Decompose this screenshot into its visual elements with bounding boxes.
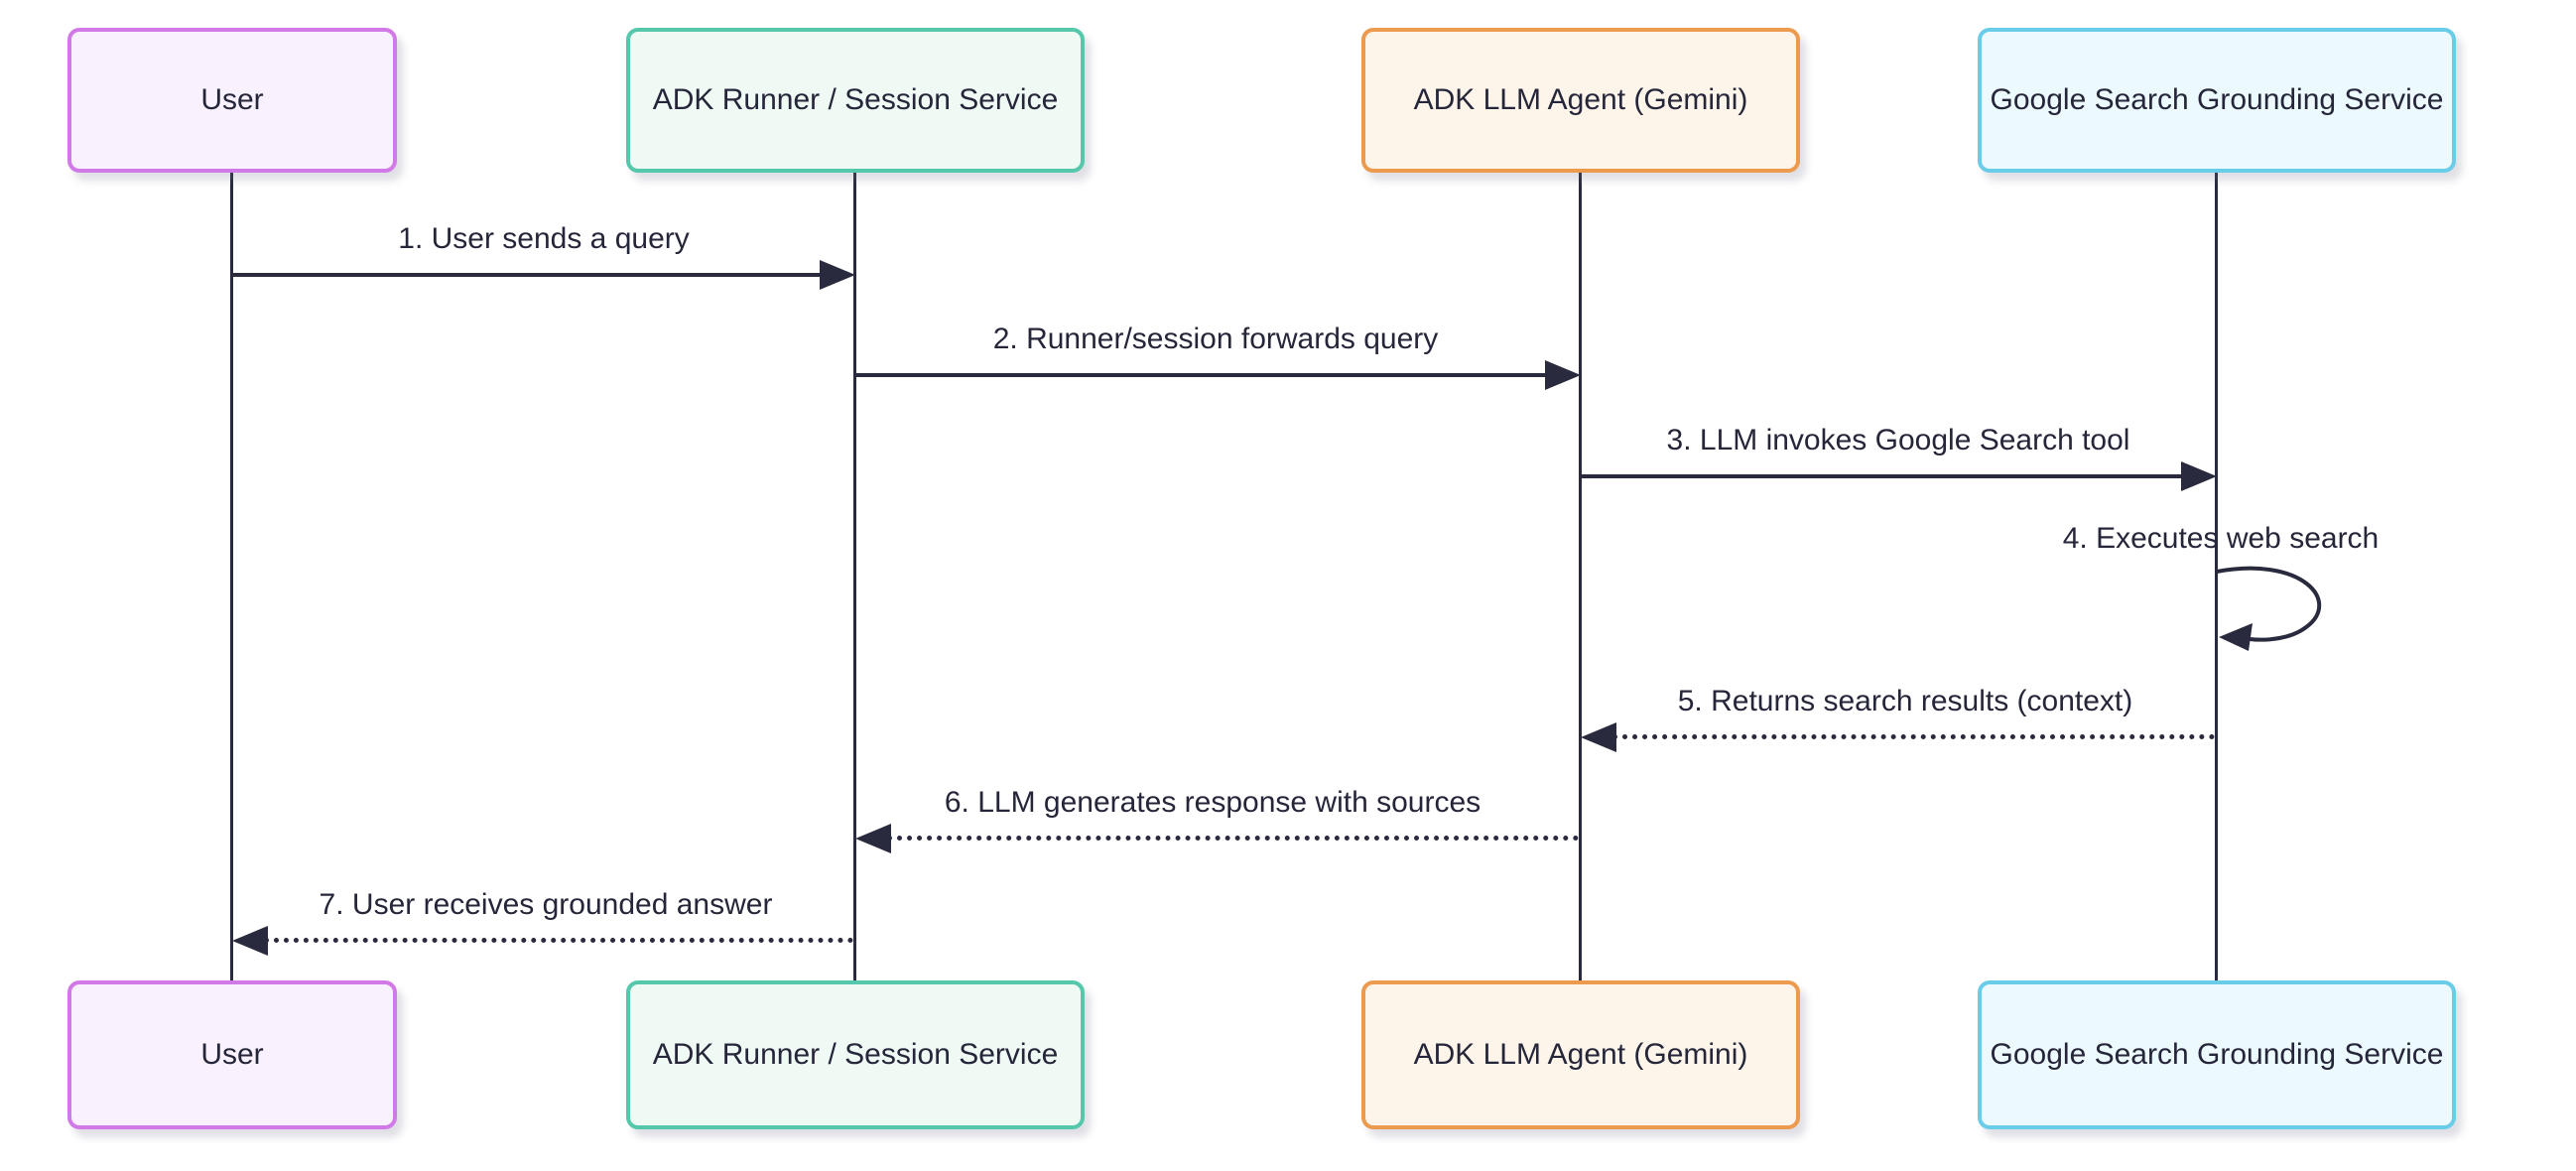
participant-adk-llm-agent-label: ADK LLM Agent (Gemini) [1413, 83, 1748, 116]
participant-user-label: User [200, 1038, 264, 1071]
lifeline-adk-llm-agent [1579, 169, 1582, 984]
message-4-self-loop-arrow [2216, 566, 2321, 651]
message-7-arrow-line [264, 938, 853, 943]
message-5-label: 5. Returns search results (context) [1677, 685, 2133, 717]
participant-google-search-top: Google Search Grounding Service [1978, 28, 2456, 173]
message-2-label: 2. Runner/session forwards query [992, 323, 1439, 355]
participant-adk-llm-agent-label: ADK LLM Agent (Gemini) [1413, 1038, 1748, 1071]
message-2-arrow-line [855, 373, 1549, 377]
message-4-label: 4. Executes web search [2062, 522, 2380, 555]
message-2-arrowhead-icon [1545, 360, 1581, 390]
lifeline-user [230, 169, 233, 984]
participant-adk-runner-bottom: ADK Runner / Session Service [626, 980, 1085, 1129]
message-1-arrowhead-icon [820, 260, 855, 290]
participant-adk-llm-agent-bottom: ADK LLM Agent (Gemini) [1361, 980, 1800, 1129]
message-3-label: 3. LLM invokes Google Search tool [1666, 424, 2130, 456]
participant-adk-runner-label: ADK Runner / Session Service [652, 1038, 1059, 1071]
participant-adk-llm-agent-top: ADK LLM Agent (Gemini) [1361, 28, 1800, 173]
message-5-arrowhead-icon [1581, 722, 1616, 752]
message-1-label: 1. User sends a query [398, 222, 690, 255]
message-6-arrow-line [887, 836, 1579, 841]
message-3-arrow-line [1581, 474, 2185, 478]
message-1-arrow-line [232, 273, 824, 277]
participant-google-search-label: Google Search Grounding Service [1990, 1038, 2444, 1071]
message-5-arrow-line [1612, 734, 2215, 739]
lifeline-adk-runner [853, 169, 856, 984]
message-6-label: 6. LLM generates response with sources [944, 786, 1481, 819]
participant-adk-runner-label: ADK Runner / Session Service [652, 83, 1059, 116]
participant-user-label: User [200, 83, 264, 116]
participant-google-search-label: Google Search Grounding Service [1990, 83, 2444, 116]
message-6-arrowhead-icon [855, 824, 891, 853]
participant-adk-runner-top: ADK Runner / Session Service [626, 28, 1085, 173]
message-3-arrowhead-icon [2181, 461, 2217, 491]
lifeline-google-search [2215, 169, 2218, 984]
participant-user-top: User [67, 28, 397, 173]
message-7-arrowhead-icon [232, 926, 268, 956]
message-7-label: 7. User receives grounded answer [319, 888, 773, 921]
participant-user-bottom: User [67, 980, 397, 1129]
participant-google-search-bottom: Google Search Grounding Service [1978, 980, 2456, 1129]
